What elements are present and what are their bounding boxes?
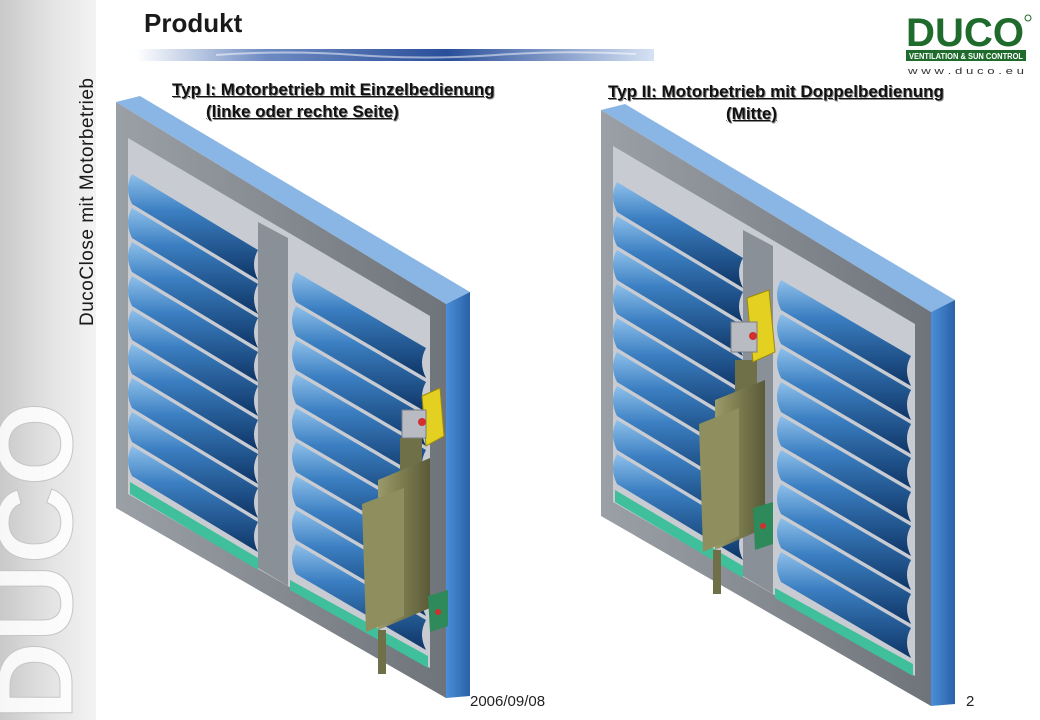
duco-watermark: DUCO — [0, 402, 96, 720]
page-title: Produkt — [144, 8, 243, 38]
louvers-left-panel — [128, 174, 258, 552]
title-underline-bar — [136, 49, 654, 61]
logo-url: w w w . d u c o . e u — [907, 66, 1024, 76]
sidebar: DUCO DucoClose mit Motorbetrieb — [0, 0, 96, 720]
footer-date: 2006/09/08 — [470, 693, 546, 710]
caption-type2-line1: Typ II: Motorbetrieb mit Doppelbedienung — [608, 82, 944, 101]
duco-logo: DUCO VENTILATION & SUN CONTROL w w w . d… — [906, 11, 1032, 76]
page-number: 2 — [966, 693, 975, 710]
motor-actuator — [699, 289, 776, 594]
logo-tagline: VENTILATION & SUN CONTROL — [909, 52, 1023, 61]
caption-type2-line2: (Mitte) — [726, 104, 777, 123]
louvers-right-panel — [777, 280, 911, 658]
shutter-type1-illustration — [116, 96, 470, 698]
registered-icon — [1024, 14, 1032, 22]
shutter-type2-illustration — [601, 104, 955, 706]
caption-type1-line2: (linke oder rechte Seite) — [206, 102, 399, 121]
logo-brand: DUCO — [906, 11, 1024, 55]
motor-actuator — [362, 387, 448, 674]
duco-watermark-text: DUCO — [0, 402, 95, 720]
caption-type1-line1: Typ I: Motorbetrieb mit Einzelbedienung — [172, 80, 495, 99]
vertical-title: DucoClose mit Motorbetrieb — [77, 77, 96, 326]
